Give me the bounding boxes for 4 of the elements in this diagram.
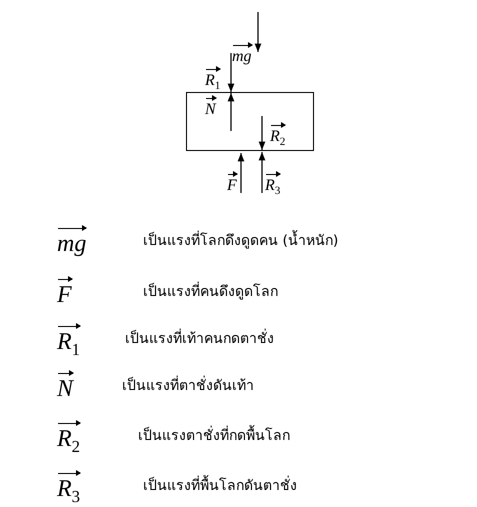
scale-box: [186, 92, 314, 151]
description-text: เป็นแรงที่ตาชั่งดันเท้า: [122, 378, 254, 395]
description-text: เป็นแรงที่คนดึงดูดโลก: [143, 284, 278, 301]
description-text: เป็นแรงที่เท้าคนกดตาชั่ง: [125, 331, 274, 348]
